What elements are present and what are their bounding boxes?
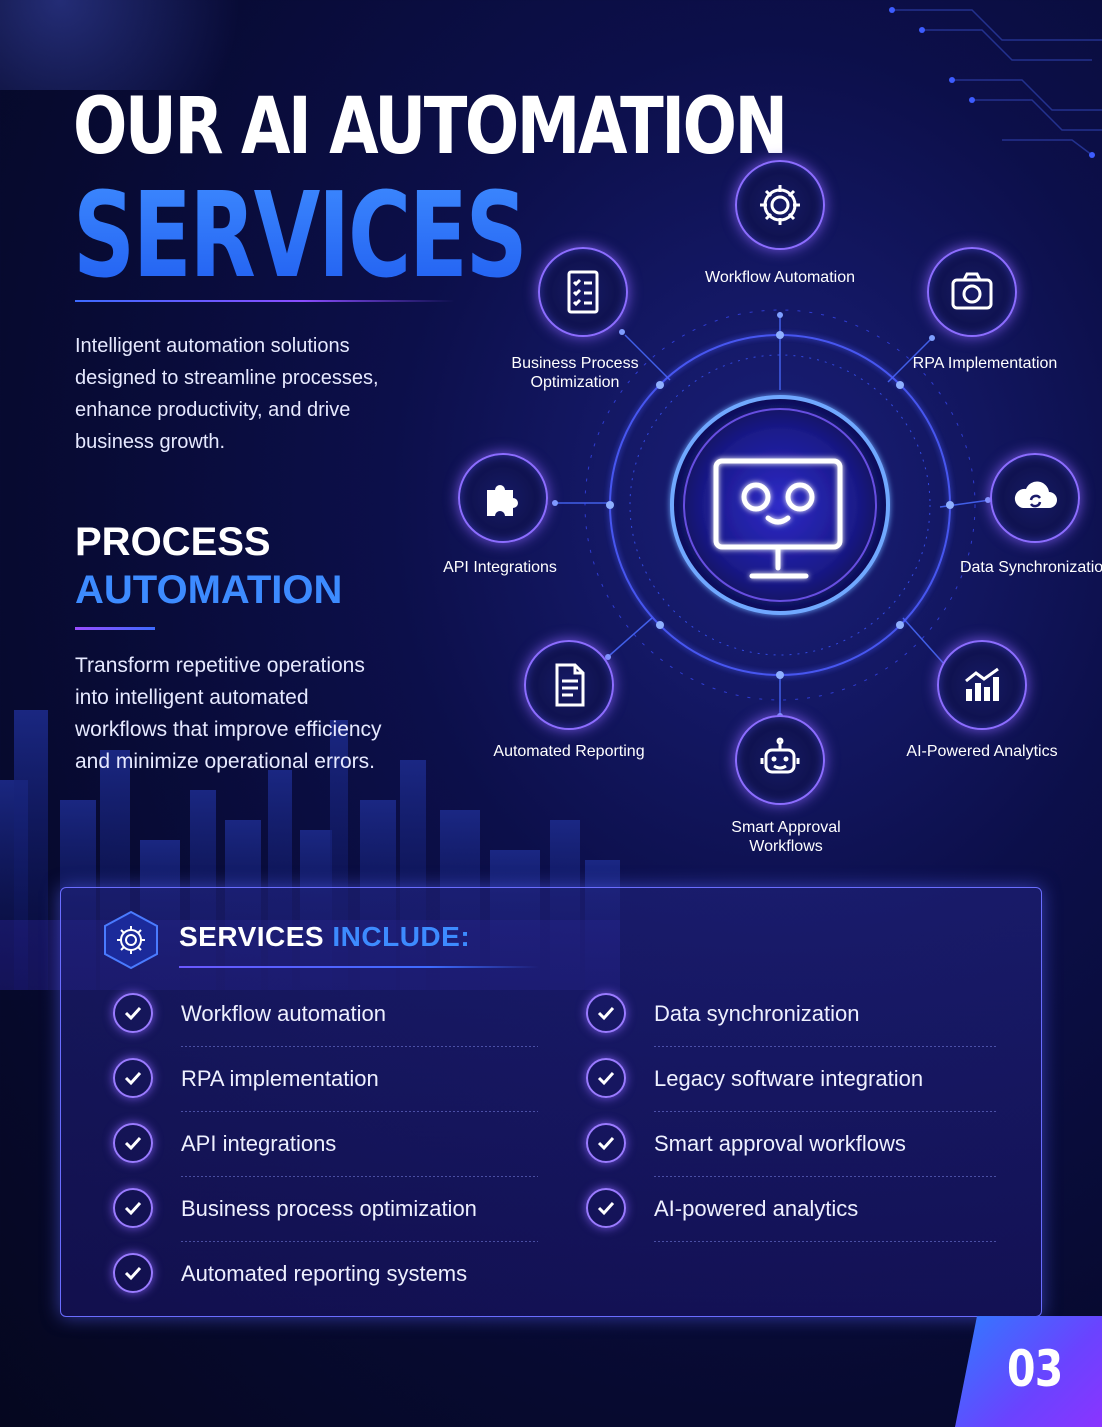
camera-gear-icon [927, 247, 1017, 337]
node-label-data-synchronization: Data Synchronization [959, 559, 1102, 576]
check-icon [586, 1058, 626, 1098]
page-number-badge [955, 1316, 1102, 1427]
bar-chart-icon [937, 640, 1027, 730]
item-divider [181, 1176, 538, 1177]
dotted-wave-decoration [0, 0, 300, 90]
service-list-item: Smart approval workflows [586, 1113, 1016, 1178]
service-list-item: Workflow automation [113, 983, 543, 1048]
service-item-text: RPA implementation [181, 1066, 379, 1091]
service-list-item: RPA implementation [113, 1048, 543, 1113]
service-item-text: Smart approval workflows [654, 1131, 906, 1156]
item-divider [654, 1176, 997, 1177]
service-list-item: AI-powered analytics [586, 1178, 1016, 1243]
cloud-sync-icon [990, 453, 1080, 543]
node-label-api-integrations: API Integrations [443, 559, 557, 576]
puzzle-piece-icon [458, 453, 548, 543]
item-divider [654, 1241, 997, 1242]
gear-icon [735, 160, 825, 250]
gear-icon [104, 910, 158, 970]
services-include-title: SERVICES INCLUDE: [179, 921, 470, 953]
title-divider [75, 300, 455, 302]
page-title: OUR AI AUTOMATION [73, 82, 788, 172]
service-list-item: Data synchronization [586, 983, 1016, 1048]
node-label-business-process-optimization: Business Process Optimization [511, 355, 639, 391]
robot-icon [735, 715, 825, 805]
section-heading-highlight: AUTOMATION [75, 568, 343, 612]
check-icon [586, 1123, 626, 1163]
hub-rings [552, 309, 991, 719]
node-label-workflow-automation: Workflow Automation [705, 269, 855, 286]
service-list-item: Legacy software integration [586, 1048, 1016, 1113]
item-divider [181, 1241, 538, 1242]
page-title-highlight: SERVICES [73, 166, 528, 304]
section-description: Transform repetitive operations into int… [75, 654, 382, 773]
check-icon [113, 1058, 153, 1098]
check-icon [113, 1123, 153, 1163]
services-include-panel: SERVICES INCLUDE: Workflow automation RP… [60, 887, 1042, 1317]
node-label-smart-approval-workflows: Smart Approval Workflows [731, 819, 841, 855]
item-divider [181, 1111, 538, 1112]
check-icon [586, 1188, 626, 1228]
service-item-text: Workflow automation [181, 1001, 387, 1026]
service-list-item: Business process optimization [113, 1178, 543, 1243]
node-label-rpa-implementation: RPA Implementation [912, 355, 1058, 372]
services-title-part2: INCLUDE: [332, 921, 471, 952]
checklist-icon [538, 247, 628, 337]
service-item-text: Automated reporting systems [181, 1261, 468, 1286]
service-item-text: AI-powered analytics [654, 1196, 859, 1221]
service-list-item: Automated reporting systems [113, 1243, 543, 1308]
service-list-item: API integrations [113, 1113, 543, 1178]
item-divider [654, 1046, 997, 1047]
check-icon [113, 993, 153, 1033]
intro-text: Intelligent automation solutions designe… [75, 335, 379, 453]
item-divider [654, 1111, 997, 1112]
report-document-icon [524, 640, 614, 730]
circuit-lines-decoration [889, 7, 1102, 158]
section-heading: PROCESS [75, 520, 271, 564]
service-item-text: API integrations [181, 1131, 337, 1156]
service-item-text: Business process optimization [181, 1196, 477, 1221]
check-icon [113, 1188, 153, 1228]
item-divider [181, 1046, 538, 1047]
service-item-text: Legacy software integration [654, 1066, 924, 1091]
page-number: 03 [1007, 1340, 1063, 1398]
services-title-divider [179, 966, 539, 968]
monitor-robot-face-icon [713, 458, 843, 579]
section-divider [75, 627, 155, 630]
service-item-text: Data synchronization [654, 1001, 860, 1026]
check-icon [586, 993, 626, 1033]
node-label-automated-reporting: Automated Reporting [493, 743, 645, 760]
node-label-ai-powered-analytics: AI-Powered Analytics [906, 743, 1058, 760]
services-hub-diagram: Workflow Automation RPA Implementation D… [440, 150, 1102, 870]
check-icon [113, 1253, 153, 1293]
services-title-part1: SERVICES [179, 921, 325, 952]
